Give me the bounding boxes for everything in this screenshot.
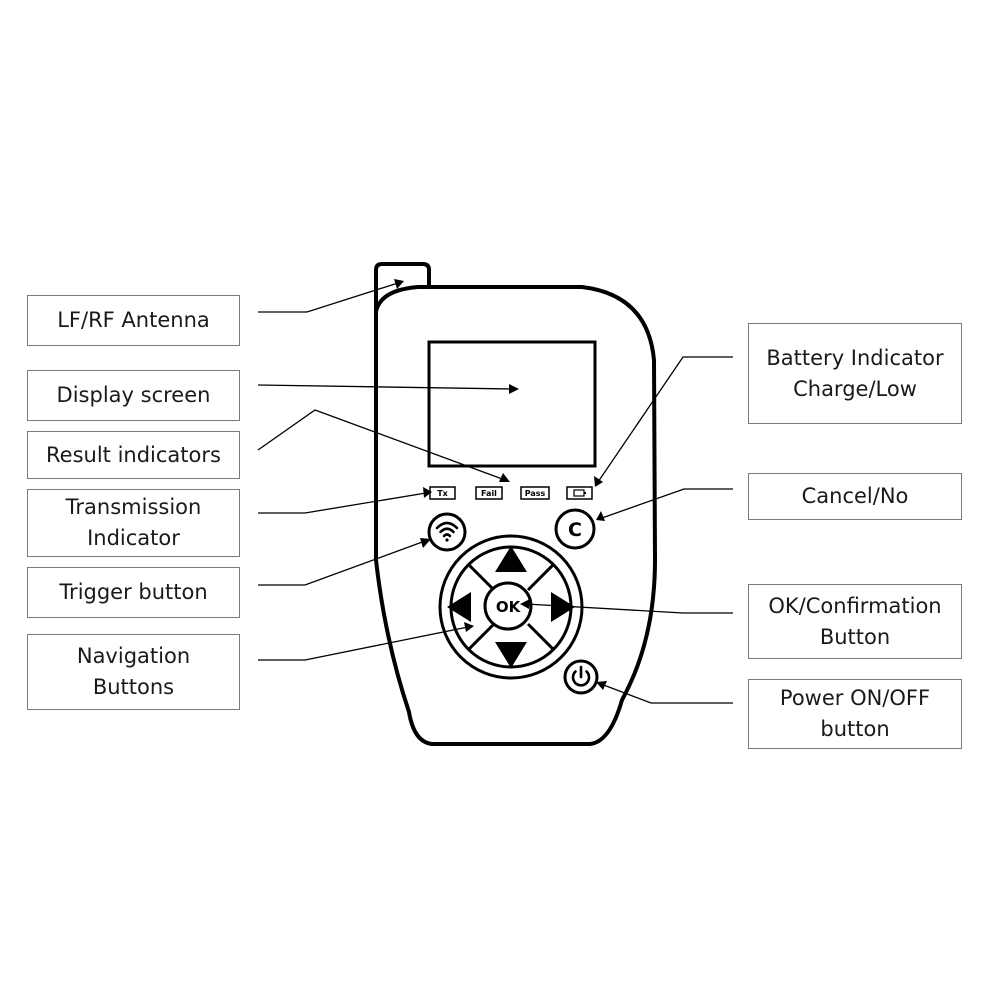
callout-trigger-text: Trigger button xyxy=(59,580,208,604)
callout-transmission-line2: Indicator xyxy=(87,526,180,550)
arrow-up-icon[interactable] xyxy=(495,546,527,572)
callout-display-text: Display screen xyxy=(56,383,211,407)
leader-result xyxy=(257,409,506,481)
leader-power xyxy=(600,683,733,704)
leader-display xyxy=(257,384,514,390)
callout-ok-line1: OK/Confirmation xyxy=(768,593,942,618)
power-button[interactable] xyxy=(563,659,599,695)
indicator-pass: Pass xyxy=(520,486,550,500)
leader-battery xyxy=(597,356,733,483)
arrow-right-icon[interactable] xyxy=(551,592,575,622)
leader-transmission xyxy=(258,492,427,514)
indicator-pass-label: Pass xyxy=(525,489,546,498)
leader-antenna xyxy=(258,282,399,313)
arrow-left-icon[interactable] xyxy=(447,592,471,622)
callout-result-text: Result indicators xyxy=(46,442,221,467)
battery-icon xyxy=(566,486,593,500)
power-icon xyxy=(571,665,591,687)
indicator-fail: Fail xyxy=(475,486,503,500)
callout-cancel: Cancel/No xyxy=(748,473,962,520)
cancel-button[interactable]: C xyxy=(554,508,596,550)
arrow-down-icon[interactable] xyxy=(495,642,527,668)
leader-cancel xyxy=(601,488,733,519)
callout-antenna-text: LF/RF Antenna xyxy=(57,308,210,332)
ok-button-label: OK xyxy=(496,598,522,616)
callout-navigation: Navigation Buttons xyxy=(27,634,240,710)
leader-arrowheads xyxy=(394,279,607,690)
callout-battery: Battery Indicator Charge/Low xyxy=(748,323,962,424)
callout-battery-line1: Battery Indicator xyxy=(766,345,944,370)
callout-power-line1: Power ON/OFF xyxy=(779,686,931,710)
indicator-tx-label: Tx xyxy=(437,489,448,498)
callout-ok: OK/Confirmation Button xyxy=(748,584,962,659)
callout-transmission: Transmission Indicator xyxy=(27,489,240,557)
callout-navigation-line1: Navigation xyxy=(76,644,191,668)
callout-cancel-text: Cancel/No xyxy=(801,484,909,508)
callout-transmission-line1: Transmission xyxy=(65,495,202,519)
leader-lines xyxy=(257,282,733,704)
leader-ok xyxy=(525,603,733,614)
callout-result: Result indicators xyxy=(27,431,240,479)
callout-power: Power ON/OFF button xyxy=(748,679,962,749)
callout-antenna: LF/RF Antenna xyxy=(27,295,240,346)
callout-power-line2: button xyxy=(820,717,890,741)
callout-battery-line2: Charge/Low xyxy=(793,376,917,401)
callout-display: Display screen xyxy=(27,370,240,421)
callout-trigger: Trigger button xyxy=(27,567,240,618)
callout-ok-line2: Button xyxy=(819,624,891,649)
indicator-fail-label: Fail xyxy=(481,489,497,498)
ok-button[interactable]: OK xyxy=(483,581,533,631)
trigger-button[interactable] xyxy=(427,512,467,552)
antenna xyxy=(374,262,431,312)
leader-trigger xyxy=(258,540,426,586)
indicator-tx: Tx xyxy=(429,486,456,500)
callout-navigation-line2: Buttons xyxy=(92,675,175,699)
cancel-button-label: C xyxy=(568,519,582,541)
leader-navigation xyxy=(258,626,469,661)
display-screen xyxy=(427,340,597,468)
wifi-icon xyxy=(435,521,459,542)
